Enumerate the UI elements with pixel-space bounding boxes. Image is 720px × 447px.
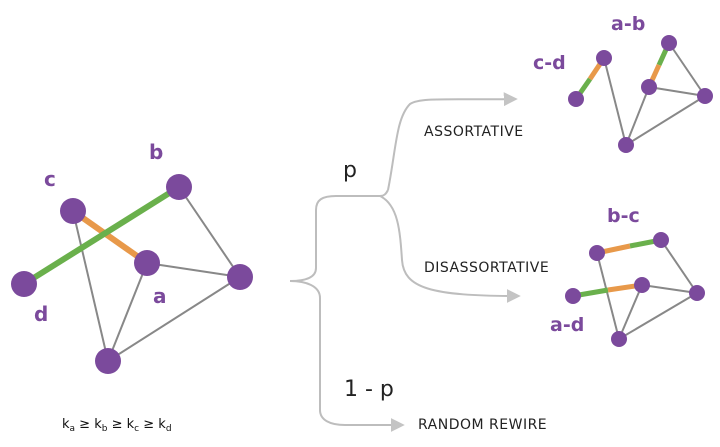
edge-d1 (596, 252, 620, 340)
label-a: a (153, 284, 167, 308)
node-as-a (641, 79, 657, 95)
edge-a1 (603, 57, 627, 146)
node-a (134, 250, 160, 276)
node-dis-c (589, 245, 605, 261)
formula-k-d: k (158, 417, 166, 432)
edge-d4 (618, 284, 643, 340)
random-rewire-caption: RANDOM REWIRE (418, 417, 547, 433)
node-c (60, 198, 86, 224)
degree-ordering-formula: ka ≥ kb ≥ kc ≥ kd (62, 417, 172, 434)
assortative-caption: ASSORTATIVE (424, 124, 524, 140)
formula-k-c: k (127, 417, 135, 432)
node-as-e (697, 88, 713, 104)
edge-a2 (625, 86, 650, 146)
edge-c-bottom (72, 210, 109, 362)
arrow-disassortative (379, 195, 521, 303)
formula-sub-d: d (166, 424, 172, 434)
edge-a-e (146, 262, 241, 278)
one-minus-p-label: 1 - p (344, 377, 394, 402)
edge-e-bottom (107, 276, 241, 362)
original-network: c b a d (11, 140, 253, 374)
edge-a5 (625, 95, 706, 146)
label-b: b (149, 140, 163, 164)
node-dis-bottom (611, 331, 627, 347)
node-bottom (95, 348, 121, 374)
edge-d2 (660, 239, 698, 294)
node-dis-e (689, 285, 705, 301)
edge-b-d-swap (22, 184, 181, 287)
arrow-assortative (387, 92, 518, 191)
formula-ge-1: ≥ (75, 417, 94, 432)
formula-ge-3: ≥ (139, 417, 158, 432)
disassortative-network: b-c a-d (550, 205, 705, 347)
p-label: p (343, 158, 357, 183)
disassortative-caption: DISASSORTATIVE (424, 260, 549, 276)
formula-sub-a: a (70, 424, 76, 434)
formula-sub-c: c (134, 424, 139, 434)
formula-sub-b: b (102, 424, 108, 434)
node-d (11, 271, 37, 297)
formula-k-a: k (62, 417, 70, 432)
edge-b-e (178, 186, 241, 278)
edge-d5 (618, 292, 698, 340)
edge-a-bottom (107, 262, 148, 362)
formula-k-b: k (94, 417, 102, 432)
edge-d3 (641, 284, 698, 294)
node-as-bottom (618, 137, 634, 153)
pair-label-a-d: a-d (550, 314, 584, 336)
edge-c-a-swap (71, 208, 149, 266)
node-as-b (661, 35, 677, 51)
arrow-random (289, 280, 405, 432)
branch-connector (289, 92, 521, 432)
formula-ge-2: ≥ (107, 417, 126, 432)
edge-a4 (668, 42, 706, 97)
label-d: d (34, 302, 48, 326)
node-e (227, 264, 253, 290)
pair-label-b-c: b-c (607, 205, 640, 227)
pair-label-a-b: a-b (611, 13, 645, 35)
node-b (166, 174, 192, 200)
pair-label-c-d: c-d (533, 52, 566, 74)
node-dis-b (653, 232, 669, 248)
node-as-d (568, 91, 584, 107)
edge-a3 (648, 86, 706, 97)
curly-brace (289, 189, 389, 282)
node-dis-a (634, 277, 650, 293)
node-dis-d (565, 288, 581, 304)
assortative-network: c-d a-b (533, 13, 713, 153)
node-as-c (596, 50, 612, 66)
label-c: c (44, 167, 56, 191)
